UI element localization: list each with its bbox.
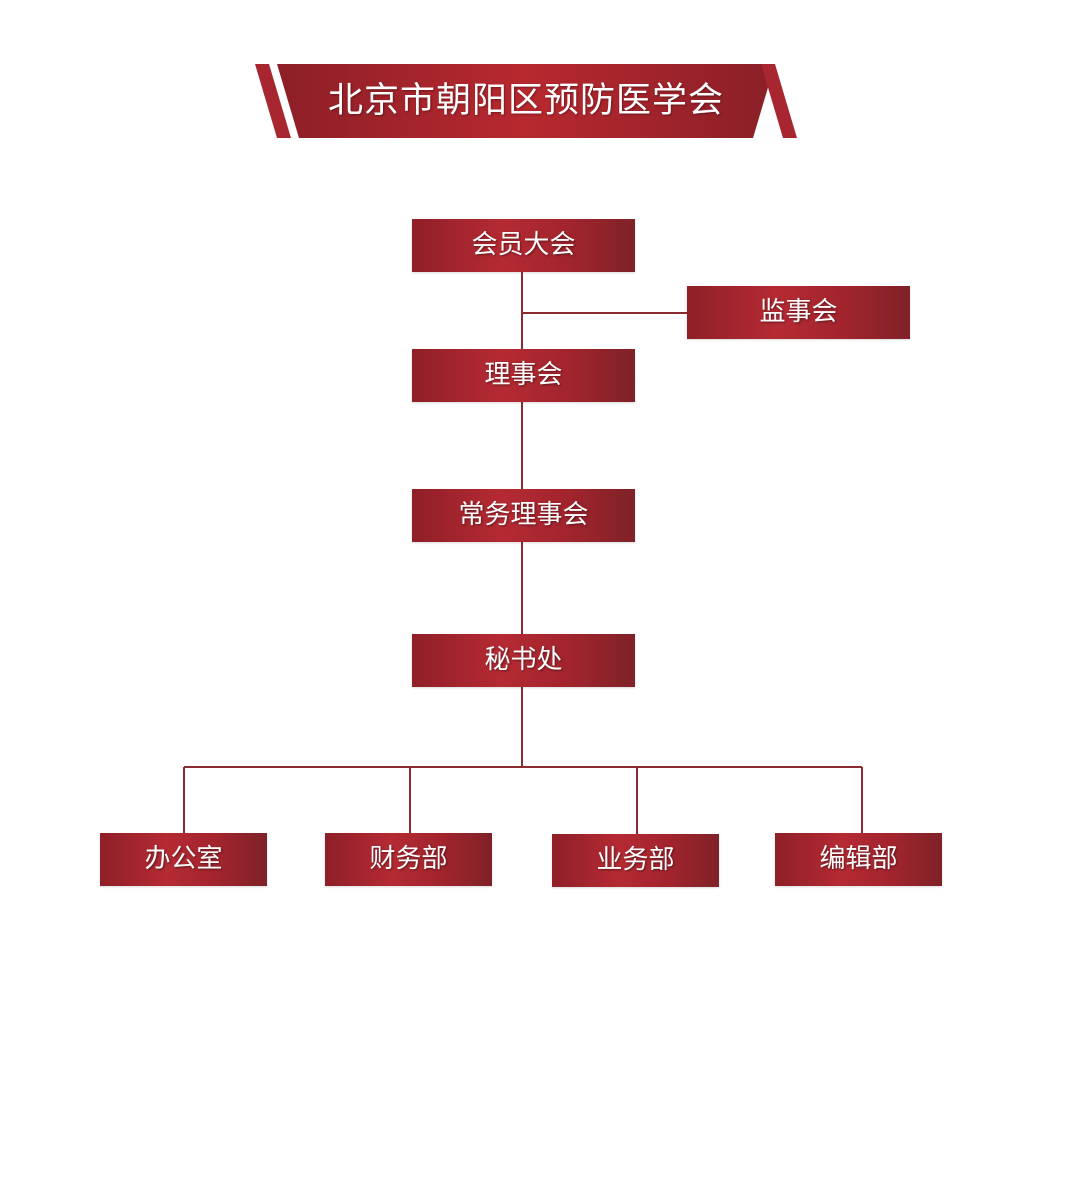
node-label: 编辑部: [819, 844, 898, 874]
node-finance: 财务部: [325, 833, 492, 886]
page-title: 北京市朝阳区预防医学会: [327, 81, 724, 121]
node-business: 业务部: [552, 834, 719, 887]
node-secretariat: 秘书处: [412, 634, 635, 687]
title-banner: 北京市朝阳区预防医学会: [255, 64, 797, 138]
node-label: 业务部: [596, 845, 675, 875]
node-label: 财务部: [369, 844, 448, 874]
node-label: 监事会: [759, 297, 838, 327]
banner-shape: [255, 64, 797, 138]
node-label: 办公室: [144, 844, 223, 874]
node-office: 办公室: [100, 833, 267, 886]
node-editorial: 编辑部: [775, 833, 942, 886]
node-label: 理事会: [484, 360, 563, 390]
node-standing-council: 常务理事会: [412, 489, 635, 542]
node-council: 理事会: [412, 349, 635, 402]
node-label: 常务理事会: [458, 500, 589, 530]
node-label: 秘书处: [484, 645, 563, 675]
node-label: 会员大会: [471, 230, 576, 260]
node-supervisory-board: 监事会: [687, 286, 910, 339]
node-general-assembly: 会员大会: [412, 219, 635, 272]
